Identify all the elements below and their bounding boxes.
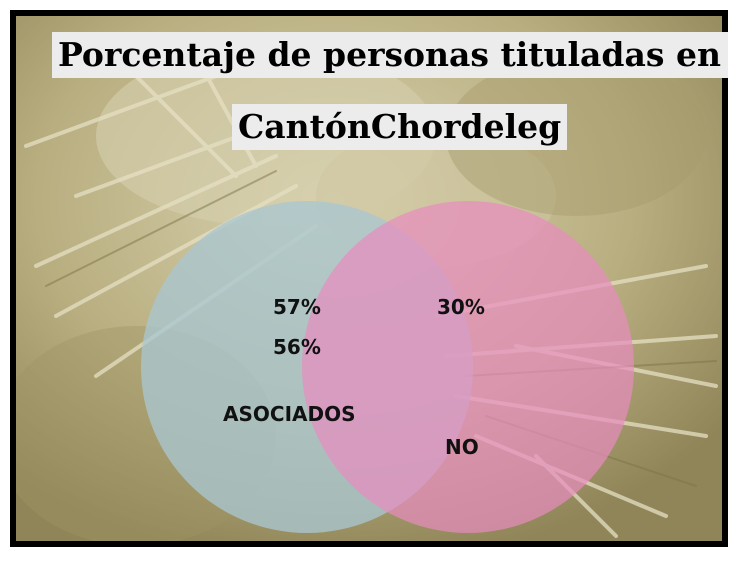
no-label: NO <box>445 435 479 459</box>
venn-circle-no <box>302 201 634 533</box>
overlap-percentage: 56% <box>273 335 321 359</box>
asociados-label: ASOCIADOS <box>223 402 356 426</box>
slide-title-line-2: CantónChordeleg <box>232 104 568 150</box>
no-percentage: 30% <box>437 295 485 319</box>
slide-frame: Porcentaje de personas tituladas en el C… <box>10 10 728 547</box>
asociados-percentage: 57% <box>273 295 321 319</box>
venn-diagram <box>141 201 634 533</box>
slide-title-line-1: Porcentaje de personas tituladas en el <box>52 32 728 78</box>
